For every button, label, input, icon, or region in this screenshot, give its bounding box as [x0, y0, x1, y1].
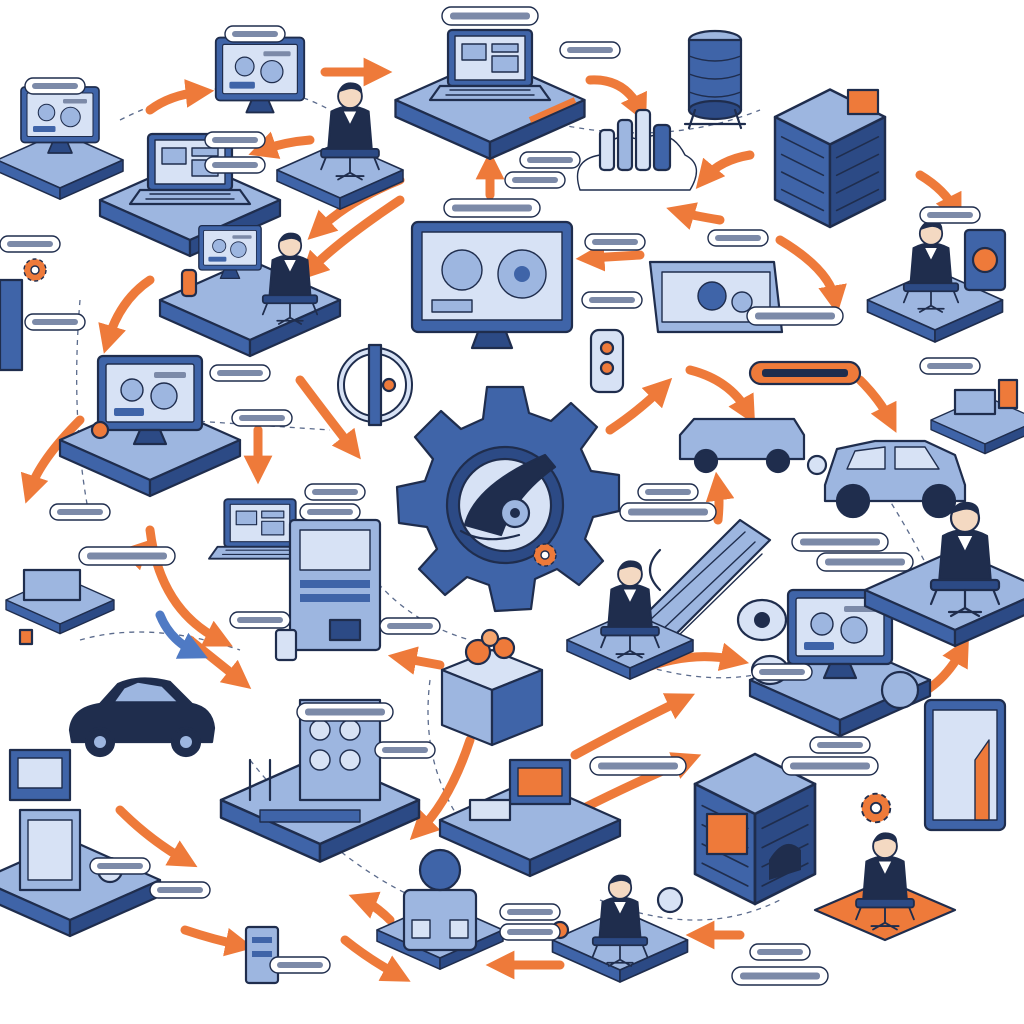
workshop-station-right: [930, 378, 1024, 455]
monitor-station-left-middle: [58, 354, 242, 498]
robot-arm-icon: [459, 453, 557, 541]
tablet-display-right: [923, 698, 1007, 832]
conveyor-icon: [628, 518, 788, 652]
remote-device-icon: [589, 328, 625, 394]
workstation-lower-center: [438, 758, 622, 878]
flow-arrows: [20, 57, 969, 982]
label-pills: [0, 6, 981, 986]
workstation-top-left: [0, 86, 124, 200]
server-top-right: [773, 88, 887, 229]
bottles-icon: [576, 108, 698, 191]
left-stack-station: [8, 748, 72, 802]
laptop-vending-left-center: [208, 498, 382, 662]
small-gear-icon: [533, 543, 557, 567]
console-person-right: [866, 219, 1007, 343]
oven-machine-lower-right: [693, 752, 817, 906]
server-small-bottom: [244, 925, 280, 985]
main-dashboard-monitor: [410, 220, 574, 350]
central-gear: [395, 385, 621, 613]
machine-panel-lower-left: [219, 698, 421, 863]
person-lower-right: [813, 831, 957, 942]
monitor-station-top: [214, 36, 306, 114]
car-right: [806, 439, 967, 519]
car-icon: [68, 677, 216, 758]
vehicle-pod-icon: [678, 417, 806, 474]
person-bottom-center: [550, 873, 689, 983]
small-gear-right: [860, 792, 892, 824]
robot-dome-bottom: [376, 848, 504, 970]
laptop-station-top-center: [394, 28, 586, 160]
box-icon: [440, 628, 544, 747]
cylinder-stack-icon: [683, 29, 747, 130]
left-bottom-station: [0, 808, 162, 938]
printer-icon: [5, 568, 115, 646]
desk-person-upper-center: [158, 224, 342, 358]
wrench-clamp-icon: [337, 343, 413, 427]
left-edge-station: [0, 258, 47, 372]
